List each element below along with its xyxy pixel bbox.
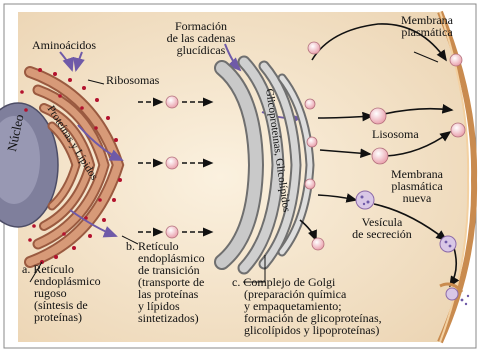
- cytoplasm: [18, 12, 469, 342]
- golgi-vesicles: [304, 41, 466, 251]
- pointer-lines: [29, 51, 439, 283]
- rough-er: [24, 66, 125, 268]
- label-formacion-cadenas: Formación de las cadenas glucídicas: [166, 19, 236, 57]
- label-vesicula-secrecion: Vesícula de secreción: [352, 215, 412, 241]
- transition-vesicles: [165, 95, 179, 239]
- label-membrana-plasmatica: Membrana plasmática: [401, 13, 453, 39]
- transport-arrows: [138, 97, 214, 237]
- golgi-output-arrows: [299, 23, 460, 288]
- golgi-complex: [214, 55, 315, 275]
- label-aminoacidos: Aminoácidos: [32, 38, 96, 52]
- secretion-vesicles: [355, 190, 470, 306]
- label-membrana-nueva: Membrana plasmática nueva: [391, 167, 443, 205]
- label-reticulo-rugoso: a. Retículo endoplásmico rugoso (síntesi…: [22, 262, 101, 324]
- ribosome-dots: [20, 68, 122, 264]
- label-complejo-golgi: c. Complejo de Golgi (preparación químic…: [232, 275, 382, 337]
- nucleus: [0, 102, 59, 228]
- label-lisosoma: Lisosoma: [372, 127, 419, 141]
- label-ribosomas: Ribosomas: [106, 73, 160, 87]
- label-reticulo-transicion: b. Retículo endoplásmico de transición (…: [126, 239, 205, 325]
